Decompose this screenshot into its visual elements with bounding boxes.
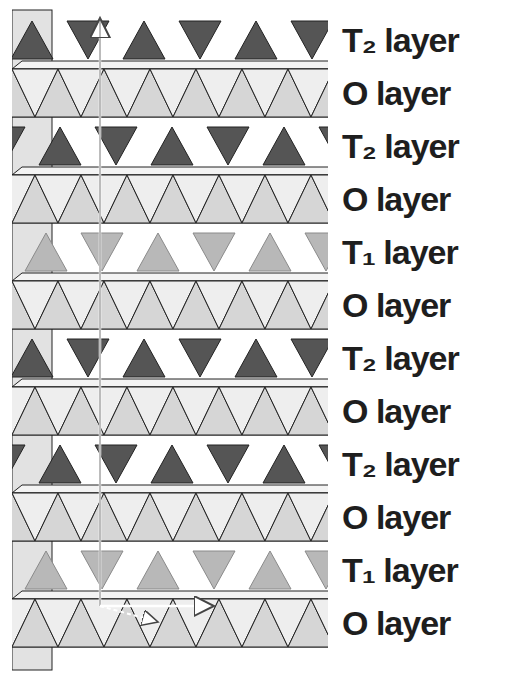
tetrahedron xyxy=(235,339,277,377)
tetrahedron xyxy=(249,233,291,271)
tetrahedron xyxy=(25,551,67,589)
layer-label: T₂ layer xyxy=(342,23,459,57)
layer-label: T₂ layer xyxy=(342,341,459,375)
tetrahedron xyxy=(193,551,235,589)
octahedral-band xyxy=(12,387,328,435)
layer-label: O layer xyxy=(342,606,450,640)
tetrahedron xyxy=(249,551,291,589)
octahedron xyxy=(311,599,328,647)
octahedron xyxy=(311,387,328,435)
tetrahedron xyxy=(179,21,221,59)
layer-label: O layer xyxy=(342,288,450,322)
tetrahedron xyxy=(207,445,249,483)
octahedral-band xyxy=(12,175,328,223)
tetrahedron xyxy=(137,551,179,589)
octahedral-band xyxy=(12,69,328,117)
layer-label: O layer xyxy=(342,76,450,110)
c-axis-outline xyxy=(100,18,101,606)
octahedron xyxy=(311,281,328,329)
layer-label: O layer xyxy=(342,394,450,428)
tetrahedron xyxy=(95,127,137,165)
polyhedra xyxy=(12,10,328,670)
tetrahedron xyxy=(67,21,109,59)
tetrahedron xyxy=(305,233,328,271)
tetrahedron xyxy=(12,127,25,165)
layer-label: T₁ layer xyxy=(342,235,458,269)
layer-label: O layer xyxy=(342,182,450,216)
octahedron xyxy=(311,69,328,117)
octahedron-face xyxy=(12,591,328,599)
tetrahedron xyxy=(12,21,53,59)
tetrahedron xyxy=(319,445,328,483)
tetrahedron xyxy=(39,127,81,165)
tetrahedron xyxy=(95,445,137,483)
tetrahedron xyxy=(193,233,235,271)
layer-label: T₂ layer xyxy=(342,129,459,163)
tetrahedron xyxy=(25,233,67,271)
tetrahedron xyxy=(305,551,328,589)
b-axis xyxy=(100,606,158,622)
tetrahedron xyxy=(137,233,179,271)
octahedron xyxy=(311,493,328,541)
layer-label: T₂ layer xyxy=(342,447,459,481)
layer-label: O layer xyxy=(342,500,450,534)
tetrahedron xyxy=(81,551,123,589)
layer-label: T₁ layer xyxy=(342,553,458,587)
tetrahedron xyxy=(123,339,165,377)
tetrahedron xyxy=(263,445,305,483)
octahedron-face xyxy=(12,379,328,387)
tetrahedron xyxy=(12,445,25,483)
tetrahedron xyxy=(319,127,328,165)
c-axis xyxy=(99,18,102,606)
tetrahedron xyxy=(151,127,193,165)
tetrahedron xyxy=(207,127,249,165)
a-axis xyxy=(100,605,214,608)
tetrahedron xyxy=(291,339,328,377)
tetrahedron xyxy=(263,127,305,165)
tetrahedron xyxy=(39,445,81,483)
octahedral-band xyxy=(12,281,328,329)
octahedron-face xyxy=(12,485,328,493)
tetrahedron xyxy=(235,21,277,59)
octahedral-band xyxy=(12,599,328,647)
tetrahedron xyxy=(123,21,165,59)
octahedron-face xyxy=(12,273,328,281)
octahedron-face xyxy=(12,61,328,69)
octahedron-face xyxy=(12,167,328,175)
tetrahedron xyxy=(12,339,53,377)
tetrahedron xyxy=(291,21,328,59)
tetrahedron xyxy=(67,339,109,377)
tetrahedron xyxy=(151,445,193,483)
tetrahedron xyxy=(81,233,123,271)
octahedral-band xyxy=(12,493,328,541)
octahedron xyxy=(311,175,328,223)
tetrahedron xyxy=(179,339,221,377)
